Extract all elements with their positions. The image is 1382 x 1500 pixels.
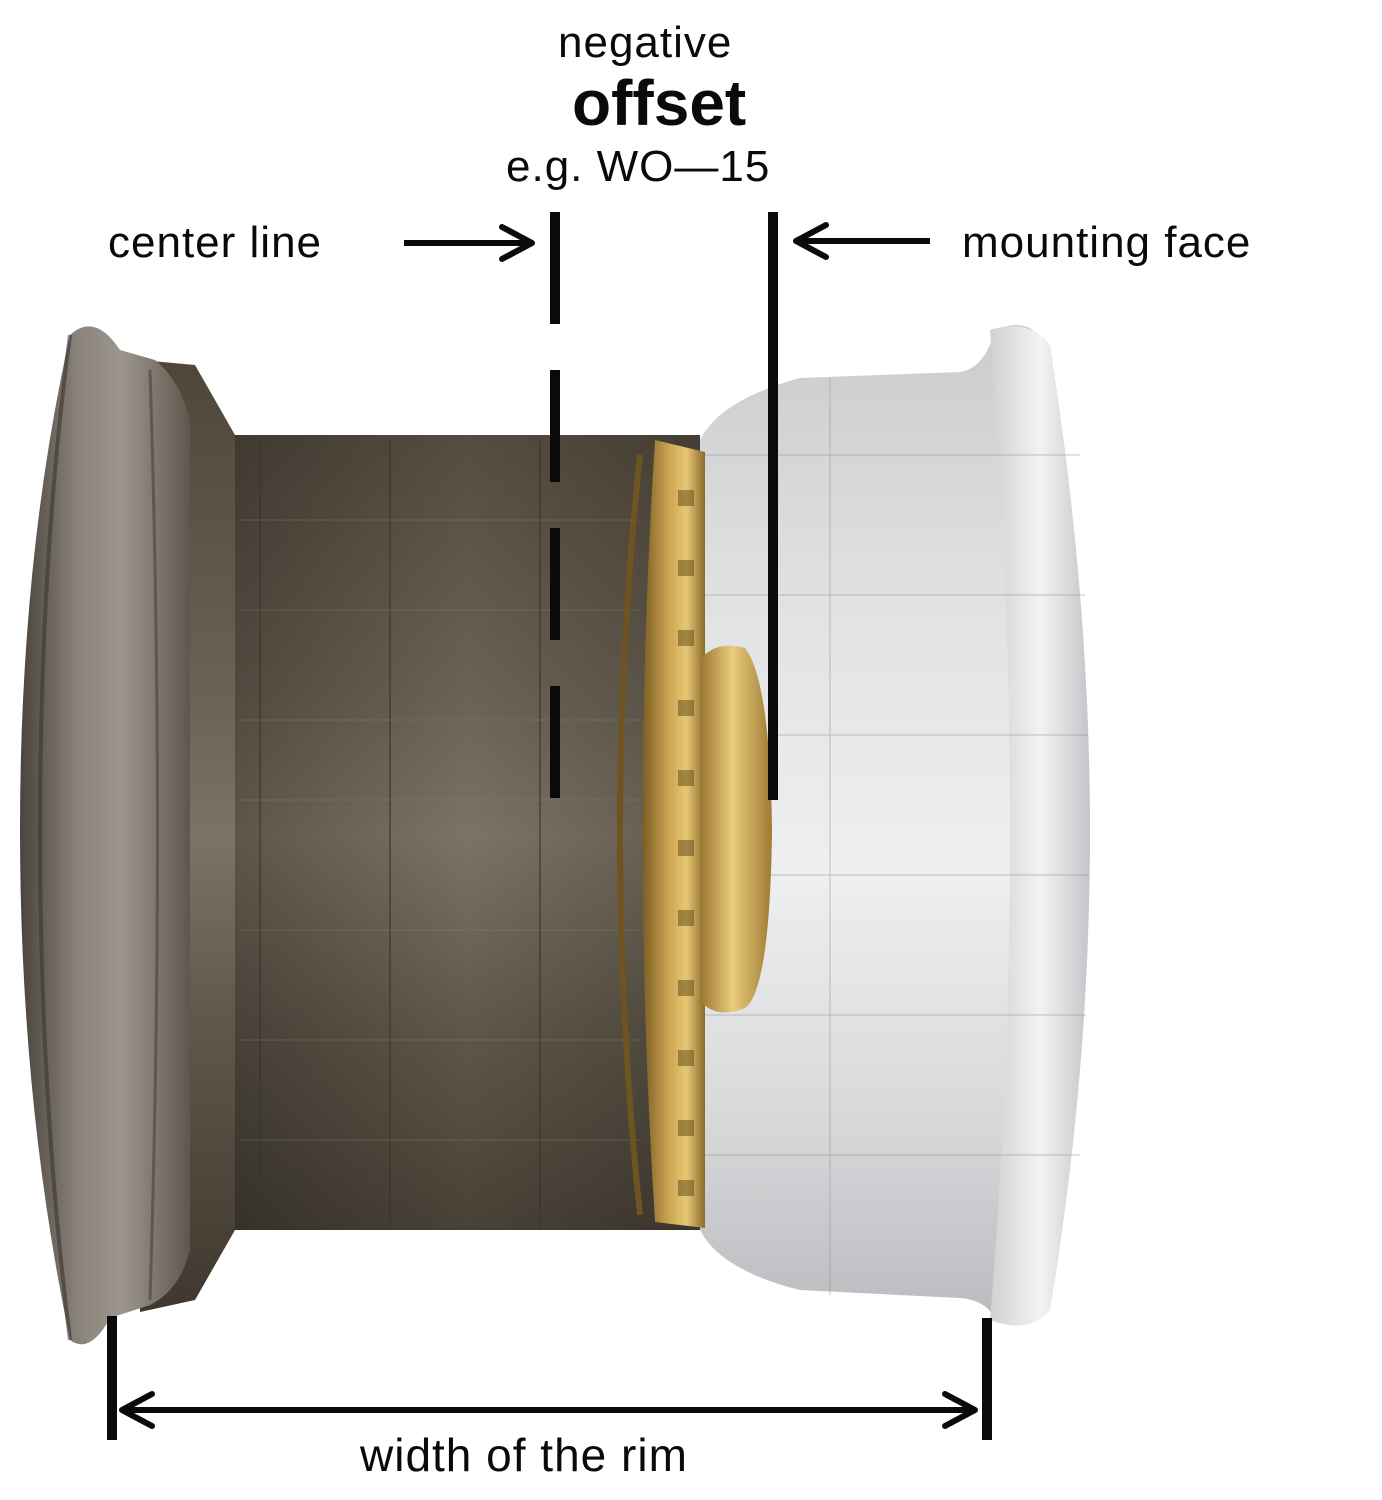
wheel-center-disc (617, 440, 705, 1228)
left-rim-flange (20, 326, 190, 1345)
mounting-face-label: mounting face (962, 218, 1252, 267)
center-line-label: center line (108, 218, 323, 267)
hub-cap (700, 645, 772, 1013)
outer-barrel (700, 325, 1090, 1326)
offset-example: e.g. WO—15 (506, 142, 771, 191)
offset-title: offset (572, 67, 747, 139)
negative-label: negative (558, 18, 733, 67)
rim-width-label: width of the rim (360, 1429, 688, 1481)
inner-barrel (140, 360, 700, 1312)
